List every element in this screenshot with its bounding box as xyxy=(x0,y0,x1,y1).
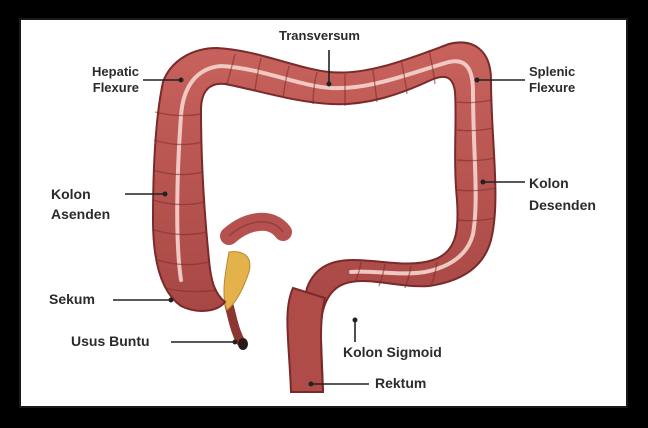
label-asenden-line1: Kolon xyxy=(51,184,110,204)
label-desenden-line1: Kolon xyxy=(529,172,596,194)
mesentery-fat xyxy=(224,252,250,310)
label-splenic-line1: Splenic xyxy=(529,64,575,80)
label-sekum: Sekum xyxy=(49,291,95,307)
label-hepatic-flexure: Hepatic Flexure xyxy=(71,64,139,96)
appendix-tip xyxy=(238,338,248,350)
label-splenic-flexure: Splenic Flexure xyxy=(529,64,575,96)
label-kolon-sigmoid: Kolon Sigmoid xyxy=(343,344,442,360)
label-kolon-desenden: Kolon Desenden xyxy=(529,172,596,216)
label-hepatic-line1: Hepatic xyxy=(71,64,139,80)
label-transversum: Transversum xyxy=(279,28,360,44)
label-asenden-line2: Asenden xyxy=(51,204,110,224)
rectum xyxy=(287,288,325,392)
label-usus-buntu: Usus Buntu xyxy=(71,333,150,349)
label-rektum: Rektum xyxy=(375,375,426,391)
diagram-canvas: Transversum Hepatic Flexure Splenic Flex… xyxy=(19,18,628,408)
label-desenden-line2: Desenden xyxy=(529,194,596,216)
inner-frame: Transversum Hepatic Flexure Splenic Flex… xyxy=(10,9,638,419)
appendix xyxy=(229,305,241,342)
label-kolon-asenden: Kolon Asenden xyxy=(51,184,110,224)
label-hepatic-line2: Flexure xyxy=(71,80,139,96)
colon-body xyxy=(153,43,495,391)
label-splenic-line2: Flexure xyxy=(529,80,575,96)
